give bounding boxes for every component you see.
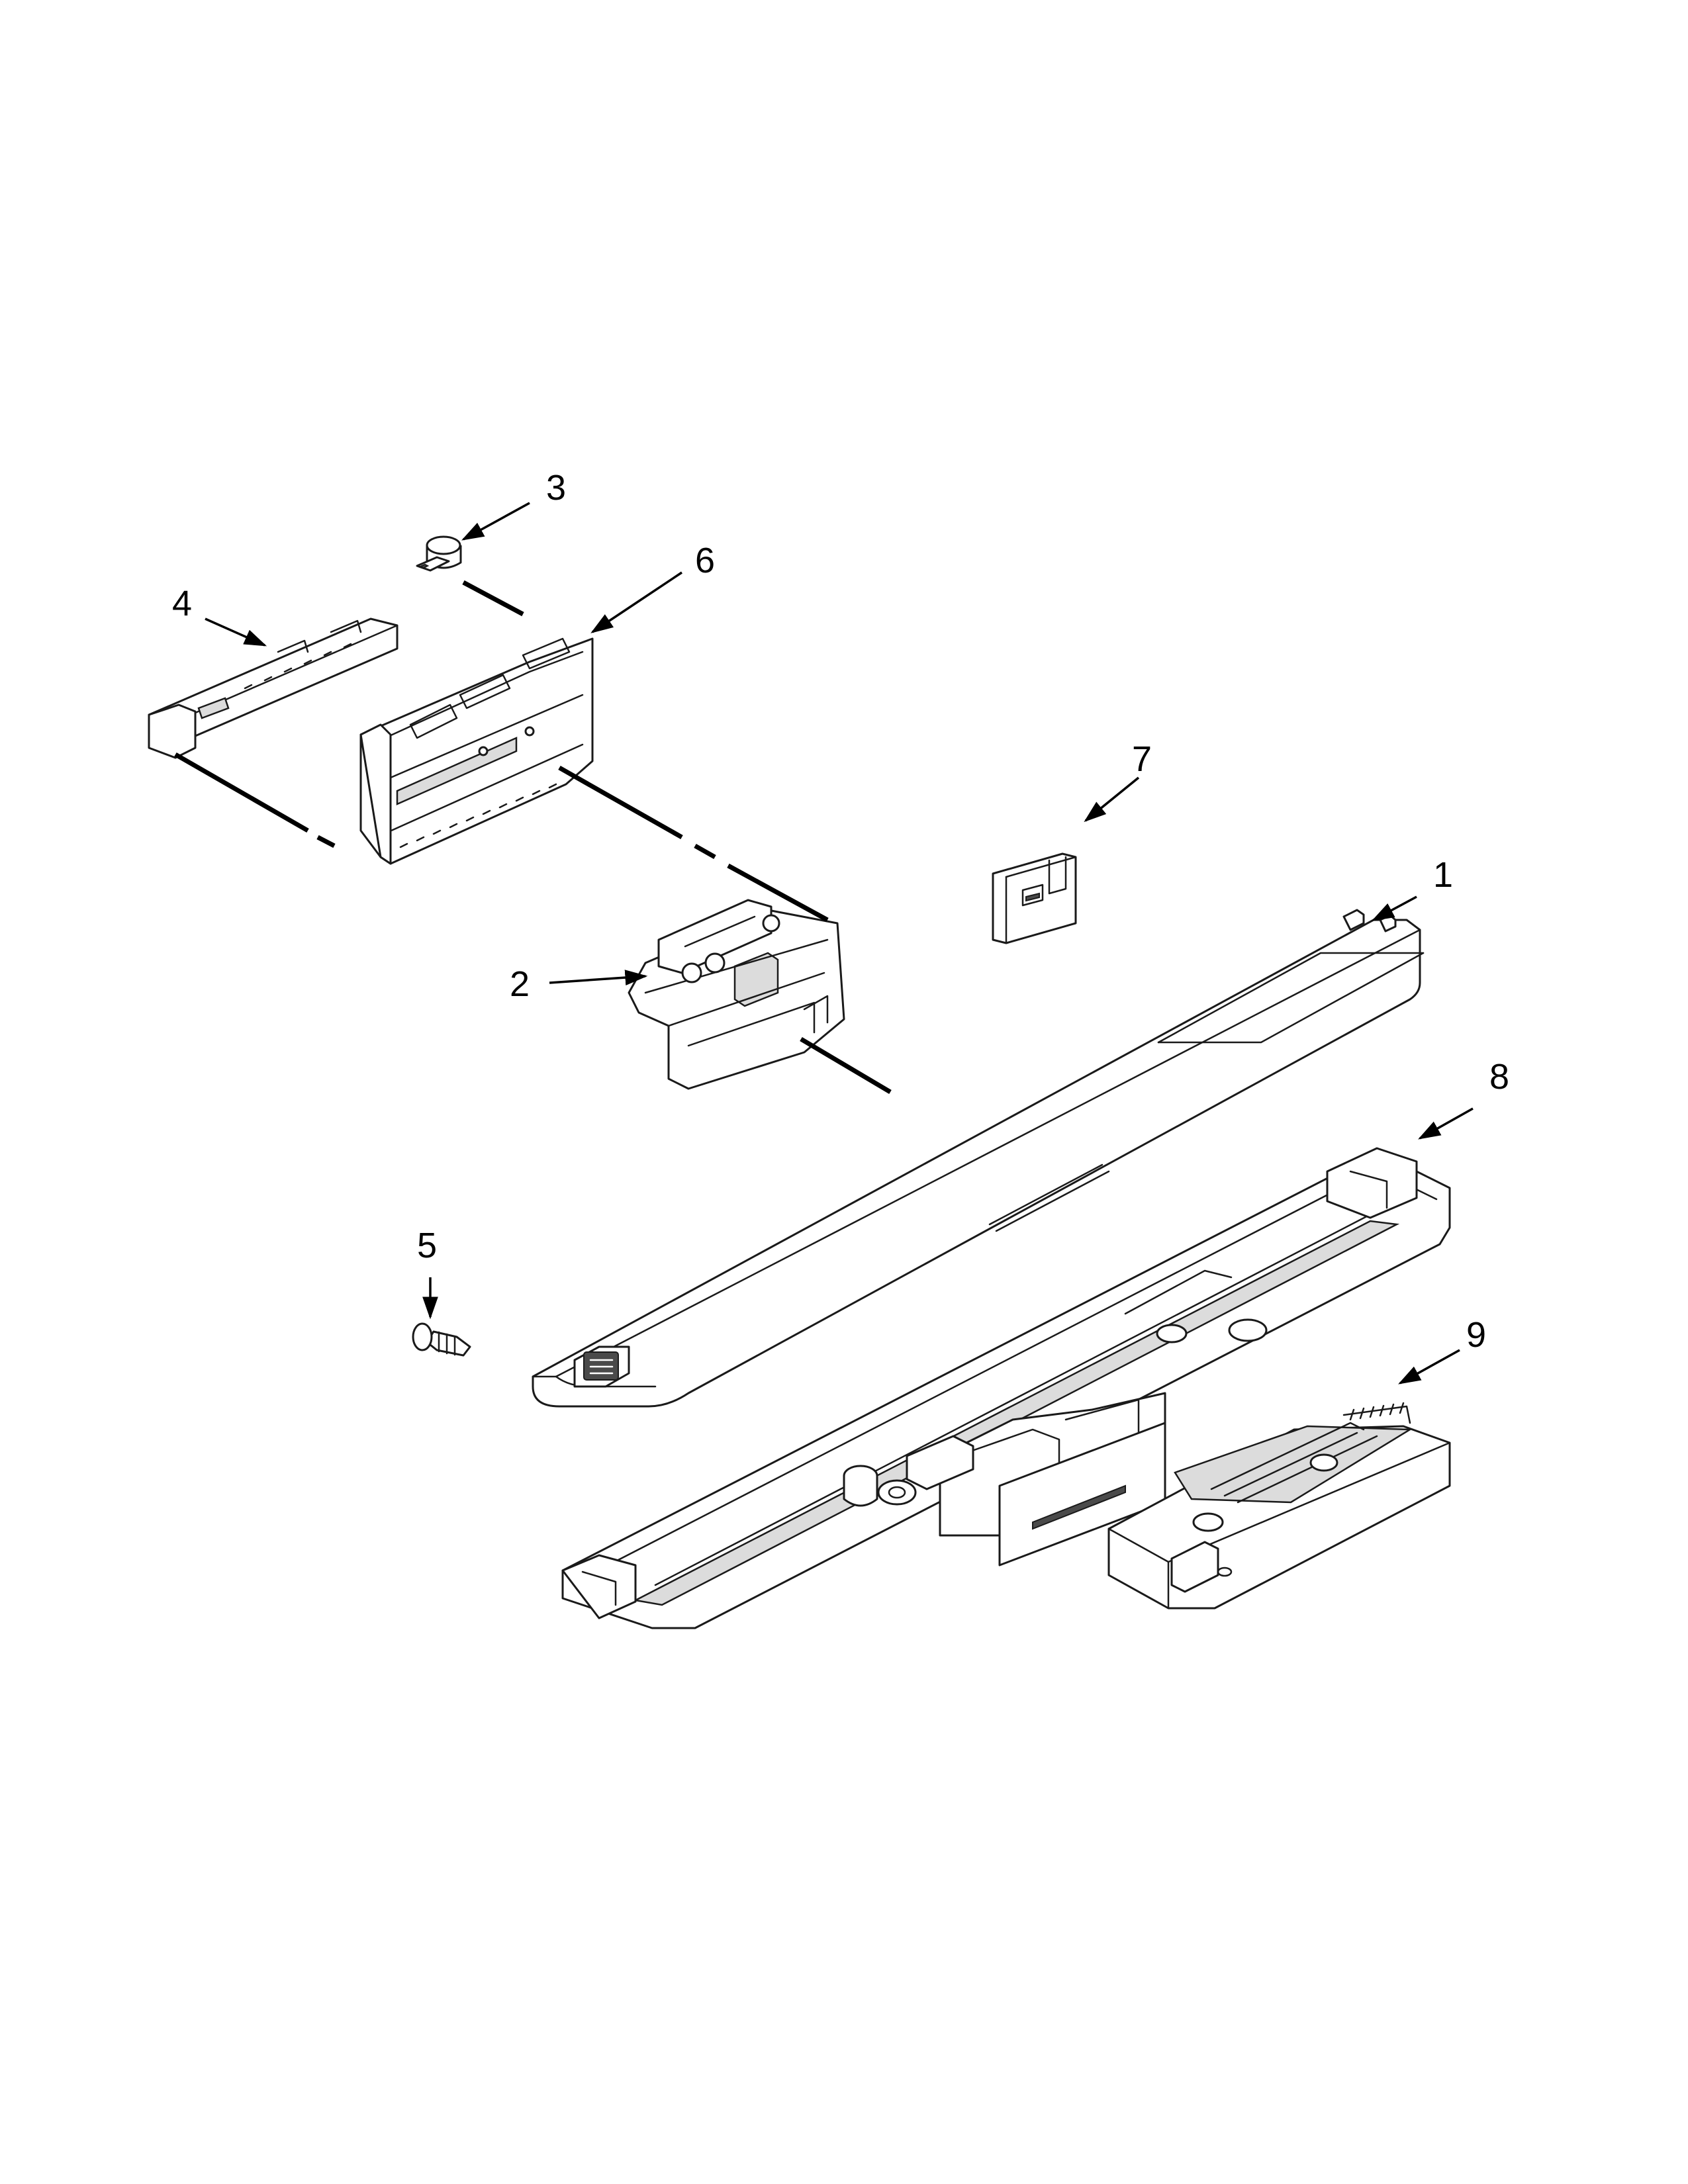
leader-9 bbox=[1398, 1349, 1460, 1385]
leader-arrows bbox=[205, 502, 1474, 1385]
leader-6 bbox=[590, 571, 682, 633]
leader-8 bbox=[1418, 1107, 1474, 1140]
part-6-controller-box bbox=[359, 637, 594, 865]
leader-1 bbox=[1372, 895, 1417, 921]
callout-6: 6 bbox=[695, 541, 715, 580]
callout-5: 5 bbox=[417, 1226, 437, 1265]
leader-2 bbox=[549, 970, 648, 985]
callout-4: 4 bbox=[172, 584, 192, 623]
callout-8: 8 bbox=[1489, 1057, 1509, 1097]
part-9-control-board bbox=[1107, 1402, 1451, 1610]
part-1-control-panel bbox=[532, 909, 1425, 1408]
part-3-sensor bbox=[416, 535, 462, 572]
callout-9: 9 bbox=[1466, 1315, 1486, 1355]
callout-2: 2 bbox=[510, 964, 530, 1004]
leader-3 bbox=[461, 502, 530, 541]
part-5-screw bbox=[412, 1322, 471, 1357]
part-8-console-frame bbox=[561, 1147, 1451, 1629]
alignment-lines bbox=[174, 580, 892, 1095]
part-2-connector-housing bbox=[628, 899, 845, 1090]
callout-7: 7 bbox=[1132, 739, 1152, 779]
part-4-terminal-strip bbox=[148, 617, 399, 759]
callout-labels: 1 2 3 4 5 6 7 8 9 bbox=[172, 468, 1509, 1355]
callout-3: 3 bbox=[546, 468, 566, 508]
callout-1: 1 bbox=[1433, 855, 1453, 895]
leader-4 bbox=[205, 617, 267, 647]
part-7-bracket bbox=[992, 852, 1077, 944]
leader-7 bbox=[1084, 776, 1140, 823]
